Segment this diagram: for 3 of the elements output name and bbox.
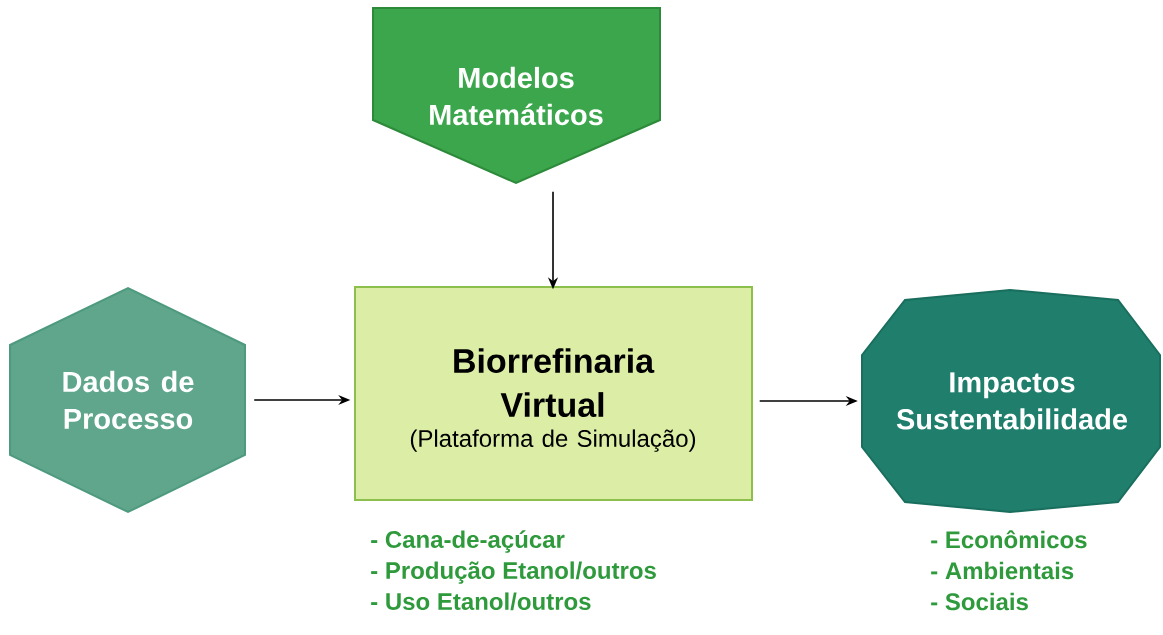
process-box: Biorrefinaria Virtual (Plataforma de Simulação) [354,286,753,501]
bullet-list: - Econômicos - Ambientais - Sociais [931,530,1087,611]
bullet-list: - Cana-de-açúcar - Produção Etanol/outros - Uso Etanol/outros [371,530,656,611]
